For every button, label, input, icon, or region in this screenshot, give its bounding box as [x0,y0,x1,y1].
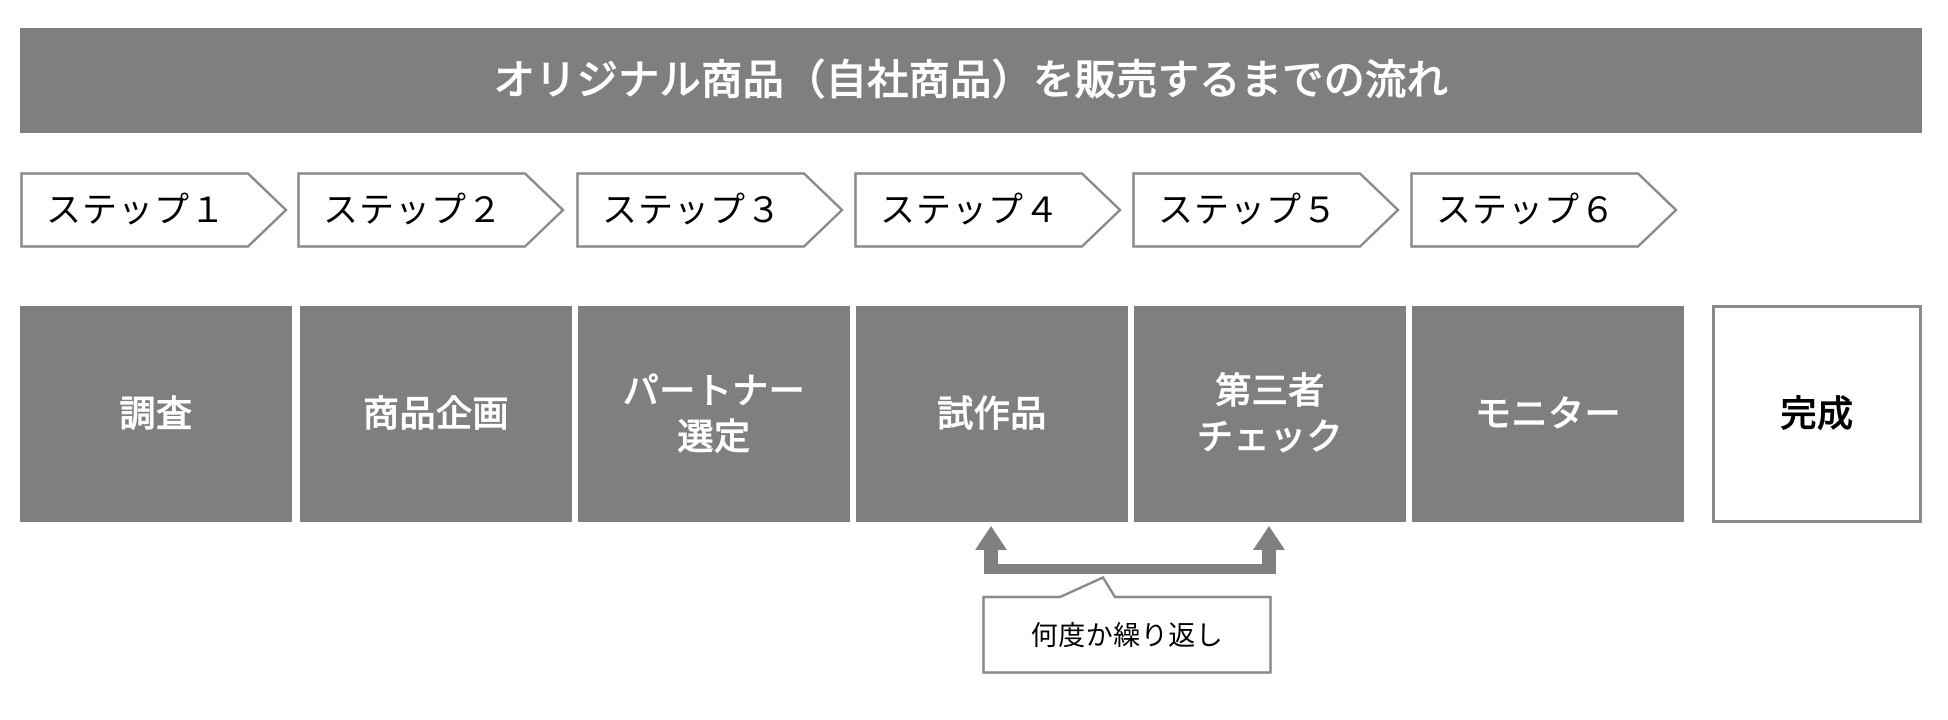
loop-callout: 何度か繰り返し [982,576,1272,674]
chevron-shape-icon [20,172,288,248]
stage-box-6: モニター [1412,306,1684,522]
stage-box-4: 試作品 [856,306,1128,522]
stage-box-5-label: 第三者 チェック [1196,369,1343,457]
step-chevron-4: ステップ４ [854,172,1122,248]
stage-box-4-label: 試作品 [937,392,1047,434]
chevron-shape-icon [1132,172,1400,248]
stage-box-2-label: 商品企画 [362,392,509,434]
loop-callout-label: 何度か繰り返し [1030,620,1224,651]
step-chevron-5: ステップ５ [1132,172,1400,248]
step-chevron-5-label: ステップ５ [1157,190,1338,230]
stage-box-1: 調査 [20,306,292,522]
step-chevron-2: ステップ２ [297,172,565,248]
step-chevron-1-label: ステップ１ [45,190,226,230]
feedback-loop-arrow [960,518,1300,588]
step-chevron-6-label: ステップ６ [1435,190,1616,230]
stage-box-2: 商品企画 [300,306,572,522]
step-chevron-6: ステップ６ [1410,172,1678,248]
chevron-shape-icon [1410,172,1678,248]
double-arrow-up-icon [975,526,1285,574]
stage-box-6-label: モニター [1474,392,1621,434]
callout-shape-icon [982,576,1272,674]
stage-box-3-label: パートナー 選定 [622,369,806,457]
stage-box-7-label: 完成 [1780,392,1854,434]
step-chevron-4-label: ステップ４ [879,190,1060,230]
stage-box-3: パートナー 選定 [578,306,850,522]
diagram-title-bar: オリジナル商品（自社商品）を販売するまでの流れ [20,28,1922,133]
step-chevron-2-label: ステップ２ [322,190,503,230]
chevron-shape-icon [576,172,844,248]
step-chevron-3-label: ステップ３ [601,190,782,230]
stage-box-7-final: 完成 [1712,305,1922,523]
diagram-title: オリジナル商品（自社商品）を販売するまでの流れ [493,57,1449,103]
step-chevron-3: ステップ３ [576,172,844,248]
stage-box-5: 第三者 チェック [1134,306,1406,522]
stage-box-1-label: 調査 [119,392,193,434]
chevron-shape-icon [854,172,1122,248]
step-chevron-1: ステップ１ [20,172,288,248]
chevron-shape-icon [297,172,565,248]
